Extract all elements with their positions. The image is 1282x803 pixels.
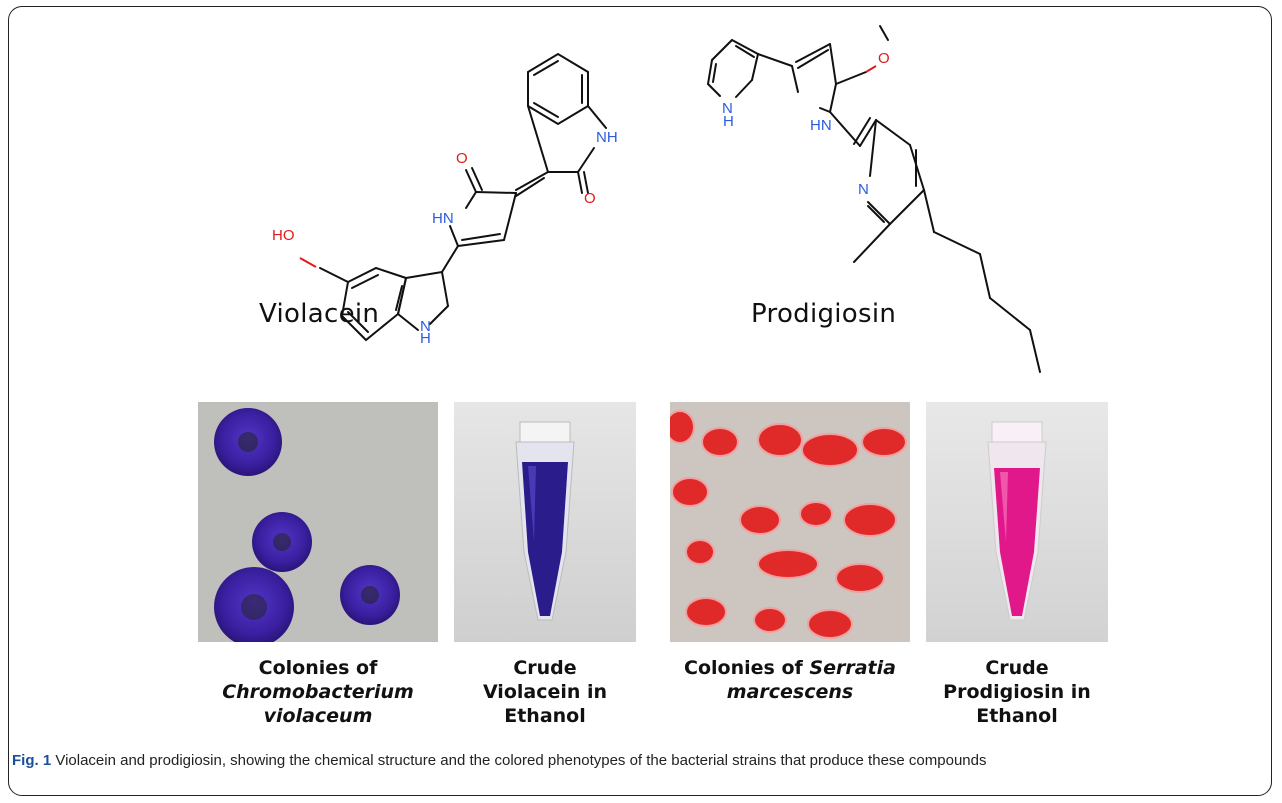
photo-chromobacterium-colonies [198,402,438,642]
caption-line: Prodigiosin in [943,681,1091,703]
caption-line: Crude [985,657,1049,679]
violacein-structure [299,52,607,342]
prodigiosin-title: Prodigiosin [751,299,897,329]
prodigiosin-atom-h-a: H [723,113,734,130]
caption-line: Chromobacterium [222,681,414,703]
caption-line: Crude [513,657,577,679]
caption-violacein-tube: Crude Violacein in Ethanol [454,656,636,728]
violacein-atom-ho: HO [272,227,295,244]
violacein-atom-o-top: O [456,150,468,167]
caption-line: Ethanol [504,705,586,727]
caption-line: Colonies of Serratia [684,657,896,679]
photo-violacein-tube [454,402,636,642]
violacein-atom-n-bottom: N [420,318,431,335]
prodigiosin-atom-o-methoxy: O [878,50,890,67]
caption-line: violaceum [263,705,373,727]
figure-caption-text: Violacein and prodigiosin, showing the c… [51,752,987,769]
violacein-atom-o-right: O [584,190,596,207]
violacein-atom-hn-left: HN [432,210,454,227]
caption-line: Colonies of [258,657,378,679]
violacein-atom-nh-right: NH [596,129,618,146]
figure-frame [8,6,1272,796]
figure-label: Fig. 1 [12,752,52,769]
prodigiosin-atom-n-c: N [858,181,869,198]
prodigiosin-structure [707,25,1041,373]
caption-line: Ethanol [976,705,1058,727]
violacein-title: Violacein [259,299,380,329]
caption-line: Violacein in [482,681,608,703]
prodigiosin-atom-n-a: N [722,100,733,117]
violacein-atom-h-bottom: H [420,330,431,347]
figure-caption: Fig. 1 Violacein and prodigiosin, showin… [12,751,1092,770]
caption-serratia: Colonies of Serratia marcescens [662,656,918,704]
caption-prodigiosin-tube: Crude Prodigiosin in Ethanol [916,656,1118,728]
photo-serratia-colonies [670,402,910,642]
prodigiosin-atom-hn-b: HN [810,117,832,134]
photo-prodigiosin-tube [926,402,1108,642]
caption-chromobacterium: Colonies of Chromobacterium violaceum [198,656,438,728]
caption-line: marcescens [726,681,854,703]
